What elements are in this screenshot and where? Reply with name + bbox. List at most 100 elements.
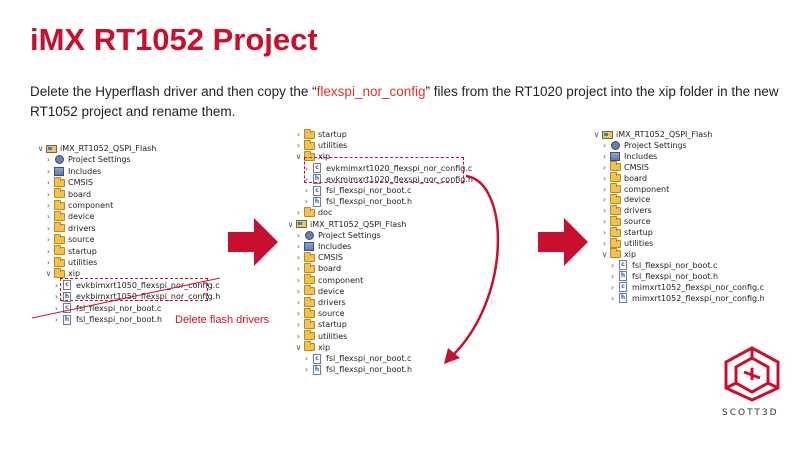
tree-item[interactable]: ∨xip <box>294 341 330 353</box>
collapse-chevron-icon[interactable]: › <box>304 365 309 375</box>
collapse-chevron-icon[interactable]: › <box>46 246 51 256</box>
collapse-chevron-icon[interactable]: › <box>54 280 59 290</box>
tree-item[interactable]: ›Project Settings <box>44 154 131 165</box>
collapse-chevron-icon[interactable]: › <box>46 212 51 222</box>
collapse-chevron-icon[interactable]: › <box>296 298 301 307</box>
collapse-chevron-icon[interactable]: › <box>304 174 309 184</box>
collapse-chevron-icon[interactable]: › <box>304 186 309 195</box>
collapse-chevron-icon[interactable]: › <box>602 162 607 172</box>
collapse-chevron-icon[interactable]: › <box>602 228 607 238</box>
tree-item[interactable]: ›component <box>600 183 669 195</box>
collapse-chevron-icon[interactable]: › <box>296 275 301 285</box>
tree-item[interactable]: ›drivers <box>600 204 652 216</box>
tree-item[interactable]: ›drivers <box>44 222 96 234</box>
tree-item[interactable]: ›drivers <box>294 296 346 308</box>
tree-item[interactable]: ›doc <box>294 206 332 218</box>
tree-item[interactable]: ›utilities <box>600 237 653 249</box>
tree-item[interactable]: ›board <box>600 172 647 184</box>
collapse-chevron-icon[interactable]: › <box>46 201 51 210</box>
tree-item[interactable]: ›board <box>44 188 91 200</box>
collapse-chevron-icon[interactable]: › <box>602 151 607 161</box>
tree-item[interactable]: ›device <box>600 193 650 205</box>
tree-item[interactable]: ›device <box>44 210 94 222</box>
tree-item[interactable]: ›Project Settings <box>294 230 381 241</box>
tree-item[interactable]: ∨xip <box>294 150 330 162</box>
tree-item[interactable]: ∨iMX_RT1052_QSPI_Flash <box>36 143 157 154</box>
collapse-chevron-icon[interactable]: › <box>46 258 51 267</box>
expand-chevron-icon[interactable]: ∨ <box>593 130 600 139</box>
collapse-chevron-icon[interactable]: › <box>304 197 309 207</box>
collapse-chevron-icon[interactable]: › <box>54 292 59 302</box>
collapse-chevron-icon[interactable]: › <box>610 260 615 270</box>
expand-chevron-icon[interactable]: ∨ <box>295 342 302 352</box>
collapse-chevron-icon[interactable]: › <box>304 163 309 173</box>
tree-item[interactable]: ∨xip <box>600 248 636 260</box>
collapse-chevron-icon[interactable]: › <box>46 235 51 245</box>
tree-item[interactable]: ›component <box>294 274 363 286</box>
tree-item[interactable]: ∨iMX_RT1052_QSPI_Flash <box>286 219 407 230</box>
collapse-chevron-icon[interactable]: › <box>602 173 607 183</box>
tree-item[interactable]: ›startup <box>294 128 347 140</box>
tree-item[interactable]: ›CMSIS <box>294 251 343 263</box>
collapse-chevron-icon[interactable]: › <box>602 206 607 216</box>
collapse-chevron-icon[interactable]: › <box>54 315 59 324</box>
tree-item[interactable]: ∨iMX_RT1052_QSPI_Flash <box>592 129 713 140</box>
collapse-chevron-icon[interactable]: › <box>296 286 301 296</box>
collapse-chevron-icon[interactable]: › <box>610 282 615 292</box>
tree-item[interactable]: ›Project Settings <box>600 140 687 151</box>
tree-item[interactable]: ›startup <box>44 245 97 257</box>
tree-item[interactable]: ›Includes <box>44 166 101 177</box>
collapse-chevron-icon[interactable]: › <box>296 130 301 139</box>
collapse-chevron-icon[interactable]: › <box>296 264 301 274</box>
collapse-chevron-icon[interactable]: › <box>296 208 301 218</box>
tree-item[interactable]: ›board <box>294 262 341 274</box>
collapse-chevron-icon[interactable]: › <box>46 166 51 176</box>
expand-chevron-icon[interactable]: ∨ <box>295 152 302 162</box>
tree-item[interactable]: ›component <box>44 199 113 211</box>
tree-item[interactable]: ›device <box>294 285 344 297</box>
tree-item[interactable]: ›source <box>44 233 95 245</box>
tree-item[interactable]: ›startup <box>600 226 653 238</box>
collapse-chevron-icon[interactable]: › <box>602 140 607 150</box>
collapse-chevron-icon[interactable]: › <box>296 242 301 251</box>
tree-item[interactable]: ∨xip <box>44 267 80 279</box>
collapse-chevron-icon[interactable]: › <box>304 354 309 363</box>
tree-item[interactable]: ›source <box>600 215 651 227</box>
collapse-chevron-icon[interactable]: › <box>602 195 607 205</box>
collapse-chevron-icon[interactable]: › <box>296 230 301 240</box>
tree-item[interactable]: ›utilities <box>294 330 347 342</box>
expand-chevron-icon[interactable]: ∨ <box>287 219 294 229</box>
tree-item[interactable]: ›startup <box>294 318 347 330</box>
tree-item[interactable]: ›Includes <box>294 241 351 252</box>
collapse-chevron-icon[interactable]: › <box>296 309 301 319</box>
collapse-chevron-icon[interactable]: › <box>296 331 301 341</box>
expand-chevron-icon[interactable]: ∨ <box>601 249 608 259</box>
tree-item[interactable]: ›source <box>294 307 345 319</box>
collapse-chevron-icon[interactable]: › <box>46 189 51 199</box>
collapse-chevron-icon[interactable]: › <box>602 239 607 248</box>
tree-item[interactable]: ›utilities <box>44 256 97 268</box>
collapse-chevron-icon[interactable]: › <box>46 223 51 233</box>
tree-item[interactable]: ›Includes <box>600 151 657 162</box>
tree-item[interactable]: ›CMSIS <box>44 176 93 188</box>
collapse-chevron-icon[interactable]: › <box>602 184 607 194</box>
tree-item[interactable]: ›utilities <box>294 139 347 151</box>
collapse-chevron-icon[interactable]: › <box>296 320 301 330</box>
collapse-chevron-icon[interactable]: › <box>46 178 51 188</box>
collapse-chevron-icon[interactable]: › <box>46 155 51 165</box>
collapse-chevron-icon[interactable]: › <box>296 253 301 263</box>
